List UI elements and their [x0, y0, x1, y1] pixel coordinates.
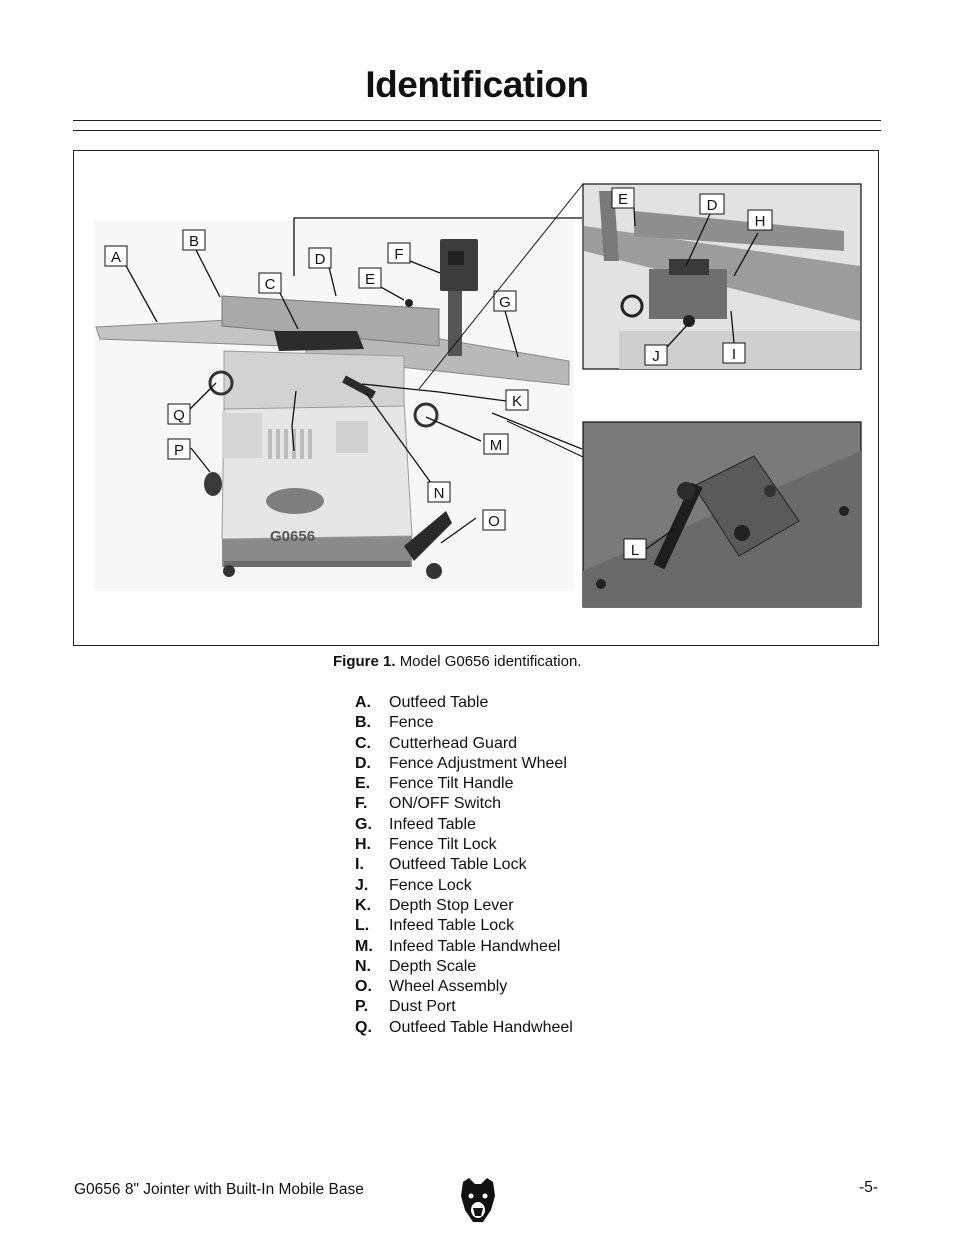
inset-callout-J: J — [644, 344, 668, 366]
svg-text:L: L — [631, 542, 639, 559]
fence — [221, 295, 440, 347]
infeed-handwheel — [413, 402, 439, 428]
footer-document-title: G0656 8" Jointer with Built-In Mobile Ba… — [74, 1181, 364, 1198]
callout-P: P — [167, 438, 191, 460]
svg-text:F: F — [394, 246, 403, 263]
svg-text:E: E — [365, 271, 375, 288]
inset-top-pointer — [418, 183, 584, 390]
list-item: I.Outfeed Table Lock — [355, 856, 527, 874]
svg-text:D: D — [315, 251, 326, 268]
inset-callout-H: H — [747, 209, 773, 231]
list-item: A.Outfeed Table — [355, 694, 489, 711]
svg-text:K: K — [512, 393, 522, 410]
list-item: P.Dust Port — [355, 998, 456, 1016]
page-title: Identification — [365, 64, 589, 105]
inset-top-callout-boxes: E D H J I — [611, 187, 773, 366]
figure-caption-label: Figure 1. — [333, 653, 396, 670]
list-item: E.Fence Tilt Handle — [355, 775, 514, 793]
inset-callout-I: I — [722, 342, 746, 364]
depth-stop-lever — [342, 375, 376, 399]
list-item: D.Fence Adjustment Wheel — [355, 754, 567, 772]
svg-text:P: P — [174, 442, 184, 459]
inset-table-lock-closeup — [582, 421, 862, 608]
svg-text:H: H — [755, 213, 766, 230]
list-item: F.ON/OFF Switch — [355, 795, 502, 813]
svg-text:C: C — [265, 276, 276, 293]
figure-frame: G0656 — [73, 150, 879, 646]
callout-B: B — [182, 229, 206, 251]
svg-text:E: E — [618, 191, 628, 208]
callout-O: O — [482, 509, 506, 531]
inset-callout-L: L — [623, 538, 647, 560]
outfeed-handwheel — [208, 370, 234, 396]
grizzly-logo-oval — [266, 488, 324, 514]
list-item: C.Cutterhead Guard — [355, 734, 518, 752]
main-callout-boxes: A B C D E F G K Q P M N O — [104, 229, 529, 531]
svg-text:O: O — [488, 513, 500, 530]
svg-text:N: N — [434, 485, 445, 502]
jointer-photo: G0656 — [94, 221, 574, 591]
svg-text:B: B — [189, 233, 199, 250]
callout-M: M — [483, 433, 509, 455]
svg-text:J: J — [652, 348, 660, 365]
svg-text:M: M — [490, 437, 503, 454]
svg-text:G: G — [499, 294, 511, 311]
cutterhead-guard — [274, 331, 364, 351]
main-leader-lines — [124, 217, 583, 544]
svg-text:I: I — [732, 346, 736, 363]
list-item: H.Fence Tilt Lock — [355, 836, 497, 854]
inset-top-leader-lines — [633, 207, 759, 348]
warning-label — [222, 413, 262, 458]
inset-bottom-pointer — [506, 420, 584, 458]
machine-model-label: G0656 — [270, 528, 315, 545]
title-rule-bottom — [73, 130, 881, 131]
list-item: L.Infeed Table Lock — [355, 917, 515, 935]
svg-text:Q: Q — [173, 407, 185, 424]
callout-G: G — [493, 290, 517, 312]
callout-D: D — [308, 247, 332, 269]
figure-caption-text: Model G0656 identification. — [399, 653, 582, 670]
callout-F: F — [387, 242, 411, 264]
list-item: G.Infeed Table — [355, 815, 476, 833]
inset-bottom-leader-line — [645, 528, 675, 550]
list-item: K.Depth Stop Lever — [355, 896, 514, 914]
callout-A: A — [104, 245, 128, 267]
inset-callout-D: D — [699, 193, 725, 215]
list-item: O.Wheel Assembly — [355, 978, 508, 996]
list-item: N.Depth Scale — [355, 957, 477, 975]
callout-C: C — [258, 272, 282, 294]
svg-text:A: A — [111, 249, 121, 266]
callout-K: K — [505, 389, 529, 411]
parts-list: A.Outfeed Table B.Fence C.Cutterhead Gua… — [355, 693, 573, 1038]
callout-E: E — [358, 267, 382, 289]
inset-callout-E: E — [611, 187, 635, 209]
on-off-switch-post — [448, 281, 462, 356]
callout-N: N — [427, 481, 451, 503]
wheel-assembly — [404, 511, 452, 561]
bear-head-icon — [461, 1178, 495, 1222]
callout-Q: Q — [167, 403, 191, 425]
list-item: Q.Outfeed Table Handwheel — [355, 1018, 573, 1036]
safety-label — [336, 421, 368, 453]
svg-text:D: D — [707, 197, 718, 214]
list-item: B.Fence — [355, 714, 434, 732]
page-number: -5- — [859, 1179, 878, 1196]
figure-illustration: G0656 — [94, 183, 862, 608]
figure-caption: Figure 1. Model G0656 identification. — [333, 653, 581, 670]
title-rule-top — [73, 120, 881, 121]
list-item: M.Infeed Table Handwheel — [355, 937, 561, 955]
dust-port — [204, 472, 222, 496]
list-item: J.Fence Lock — [355, 876, 472, 894]
